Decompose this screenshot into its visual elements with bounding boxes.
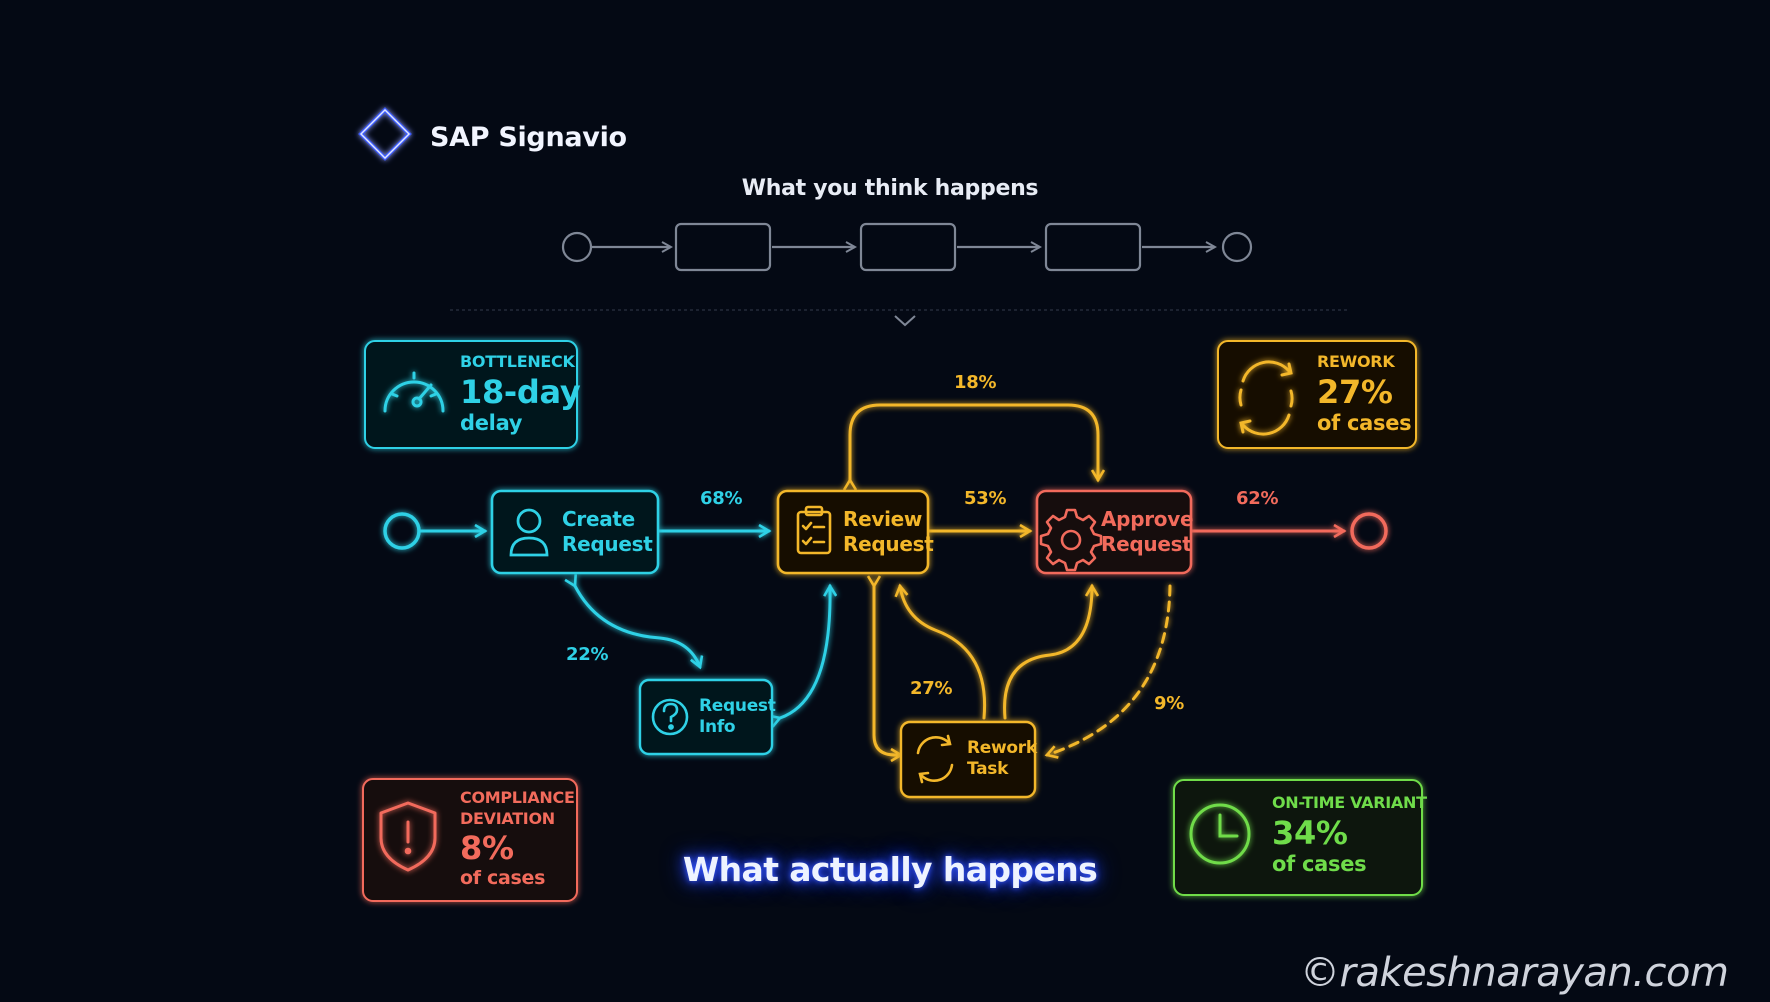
metric-box-bottleneck <box>364 340 578 449</box>
metric-ontime-label: ON-TIME VARIANT <box>1272 793 1427 812</box>
node-approve-line-2: Request <box>1101 532 1192 556</box>
ideal-process-flow <box>561 222 1253 272</box>
edge-rework-review <box>900 586 987 720</box>
metric-bottleneck: BOTTLENECK 18-day delay <box>460 352 581 435</box>
ideal-start-event <box>561 231 593 263</box>
flow-pct-create-info: 22% <box>566 644 609 665</box>
metric-box-rework <box>1217 340 1417 449</box>
node-rework-label: Rework Task <box>967 738 1037 781</box>
metric-compliance-label-2: DEVIATION <box>460 808 555 828</box>
actual-process-edges <box>419 403 1344 755</box>
edge-review-rework <box>874 586 901 755</box>
node-request-info[interactable] <box>638 678 774 756</box>
node-approve-line-1: Approve <box>1101 507 1194 531</box>
metric-ontime-desc: of cases <box>1272 851 1367 876</box>
shield-alert-icon <box>379 801 437 872</box>
node-rework-line-1: Rework <box>967 738 1037 758</box>
ideal-task-1 <box>674 222 772 272</box>
end-event <box>1350 512 1388 550</box>
node-info-label: Request Info <box>699 696 776 739</box>
ideal-task-3 <box>1044 222 1142 272</box>
start-event <box>383 512 421 550</box>
node-info-line-2: Info <box>699 717 736 738</box>
metric-ontime-value: 34% <box>1272 813 1348 852</box>
ideal-task-2 <box>859 222 957 272</box>
user-icon <box>509 508 549 557</box>
node-create-line-2: Request <box>562 532 653 556</box>
node-rework-line-2: Task <box>967 759 1009 780</box>
metric-bottleneck-desc: delay <box>460 410 523 435</box>
node-create-label: Create Request <box>562 507 653 557</box>
node-create-line-1: Create <box>562 507 635 531</box>
metric-rework: REWORK 27% of cases <box>1317 352 1412 435</box>
refresh-icon <box>916 734 954 784</box>
metric-ontime: ON-TIME VARIANT 34% of cases <box>1272 794 1427 876</box>
diamond-logo-icon <box>358 107 412 161</box>
gauge-icon <box>383 371 445 413</box>
clock-icon <box>1189 803 1251 865</box>
edge-info-review <box>780 586 830 718</box>
flow-pct-review-approve: 53% <box>964 488 1007 509</box>
edge-review-approve-loop <box>850 403 1098 480</box>
metric-rework-desc: of cases <box>1317 410 1412 435</box>
flow-pct-approve-end: 62% <box>1236 488 1279 509</box>
node-info-line-1: Request <box>699 696 776 716</box>
brand-name: SAP Signavio <box>430 122 627 153</box>
flow-pct-review-approve-loop: 18% <box>954 372 997 393</box>
node-approve-label: Approve Request <box>1101 507 1194 557</box>
edge-approve-rework <box>1047 584 1172 755</box>
chevron-down-icon <box>894 315 916 327</box>
ideal-process-title: What you think happens <box>741 176 1039 201</box>
question-icon <box>651 698 689 736</box>
flow-pct-create-review: 68% <box>700 488 743 509</box>
metric-compliance-value: 8% <box>460 829 514 868</box>
metric-compliance-desc: of cases <box>460 867 546 890</box>
ideal-end-event <box>1221 231 1253 263</box>
node-rework-task[interactable] <box>899 720 1037 799</box>
gear-icon <box>1039 508 1103 572</box>
metric-compliance: COMPLIANCE DEVIATION 8% of cases <box>460 789 575 889</box>
metric-rework-value: 27% <box>1317 372 1393 411</box>
edge-create-info <box>575 586 700 667</box>
flow-pct-approve-rework: 9% <box>1154 693 1184 714</box>
actual-process-title: What actually happens <box>682 850 1098 889</box>
cycle-icon <box>1238 360 1294 436</box>
node-review-label: Review Request <box>843 507 934 557</box>
metric-rework-label: REWORK <box>1317 352 1395 371</box>
metric-bottleneck-label: BOTTLENECK <box>460 352 575 371</box>
metric-bottleneck-value: 18-day <box>460 372 581 411</box>
clipboard-icon <box>796 505 832 555</box>
node-review-line-2: Request <box>843 532 934 556</box>
watermark: ©rakeshnarayan.com <box>1300 950 1729 996</box>
metric-compliance-label-1: COMPLIANCE <box>460 788 575 807</box>
edge-rework-approve <box>1003 586 1092 720</box>
flow-pct-review-rework: 27% <box>910 678 953 699</box>
node-review-line-1: Review <box>843 507 923 531</box>
metric-box-compliance <box>362 778 578 902</box>
